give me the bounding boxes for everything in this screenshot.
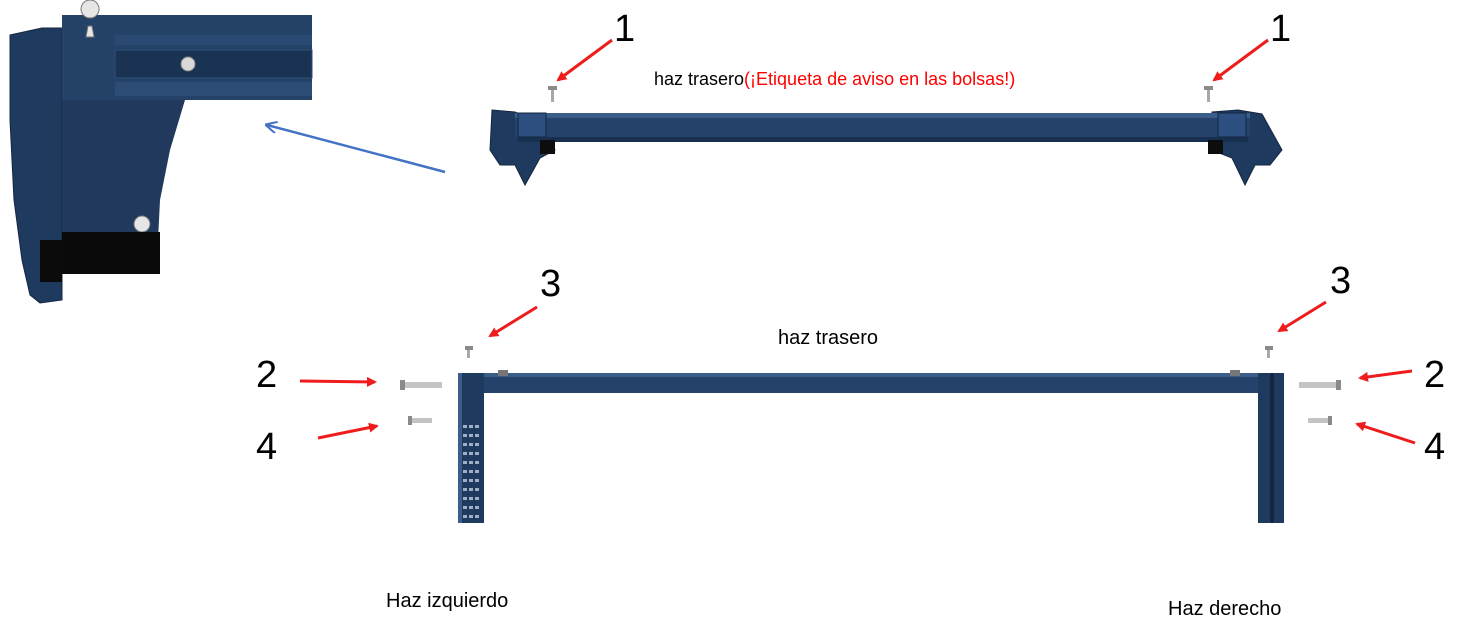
frame-rear-label: haz trasero: [778, 327, 879, 349]
top-beam-right-clamp: [1217, 112, 1247, 138]
top-beam-right-pad: [1208, 140, 1223, 154]
arrow-2-left: [299, 376, 377, 387]
callout-1-right: 1: [1270, 8, 1292, 50]
callout-3-left: 3: [540, 263, 562, 305]
top-rear-beam: [489, 109, 1283, 187]
top-beam-bar-top: [515, 113, 1250, 118]
callout-2-right: 2: [1424, 354, 1446, 396]
callout-2-left: 2: [256, 354, 278, 396]
frame-left-label: Haz izquierdo: [386, 590, 509, 612]
frame-right-cap: [1230, 370, 1240, 376]
callout-1-left: 1: [614, 8, 636, 50]
screw-3-right: [1265, 346, 1273, 358]
bolt-2-right: [1299, 380, 1341, 390]
corner-keyhole: [80, 0, 100, 38]
corner-rail-slot: [114, 49, 313, 79]
frame-left-post-holes: [463, 425, 479, 523]
top-beam-left-pad: [540, 140, 555, 154]
bolt-4-right: [1308, 416, 1332, 425]
bolt-4-left: [408, 416, 432, 425]
arrow-4-left: [317, 422, 379, 440]
arrow-3-right: [1277, 300, 1327, 333]
corner-rail-top: [115, 35, 312, 45]
top-beam-bar: [515, 115, 1250, 137]
screw-3-left: [465, 346, 473, 358]
lower-frame: [458, 370, 1284, 523]
top-beam-left-clamp: [517, 112, 547, 138]
corner-bracket-plate: [9, 27, 63, 304]
callout-3-right: 3: [1330, 260, 1352, 302]
corner-bottom-hole: [133, 215, 151, 233]
top-beam-caption: haz trasero(¡Etiqueta de aviso en las bo…: [654, 68, 1015, 90]
corner-side-pad: [40, 240, 62, 282]
zoom-arrow: [267, 125, 446, 174]
corner-foot-pad: [62, 232, 160, 274]
frame-left-cap: [498, 370, 508, 376]
corner-rivet: [180, 56, 196, 72]
corner-detail-zoom: [9, 0, 313, 304]
corner-bracket-leg: [62, 100, 185, 268]
top-beam-bar-bottom: [518, 137, 1248, 142]
top-beam-warning: (¡Etiqueta de aviso en las bolsas!): [744, 69, 1016, 89]
frame-rear-beam: [458, 373, 1284, 393]
frame-right-post-edge: [1270, 373, 1274, 523]
arrow-4-right: [1355, 421, 1416, 445]
frame-left-post-edge: [458, 373, 462, 523]
arrow-1-right: [1212, 38, 1269, 82]
arrow-3-left: [488, 305, 538, 338]
bolt-2-left: [400, 380, 442, 390]
corner-rail-lip: [115, 82, 312, 96]
callout-4-right: 4: [1424, 426, 1446, 468]
screw-1-left: [548, 86, 557, 102]
arrow-2-right: [1358, 369, 1413, 382]
top-beam-label: haz trasero: [654, 69, 745, 89]
frame-right-label: Haz derecho: [1168, 598, 1282, 620]
screw-1-right: [1204, 86, 1213, 102]
arrow-1-left: [556, 38, 613, 82]
frame-rear-beam-top: [458, 373, 1284, 377]
callout-4-left: 4: [256, 426, 278, 468]
